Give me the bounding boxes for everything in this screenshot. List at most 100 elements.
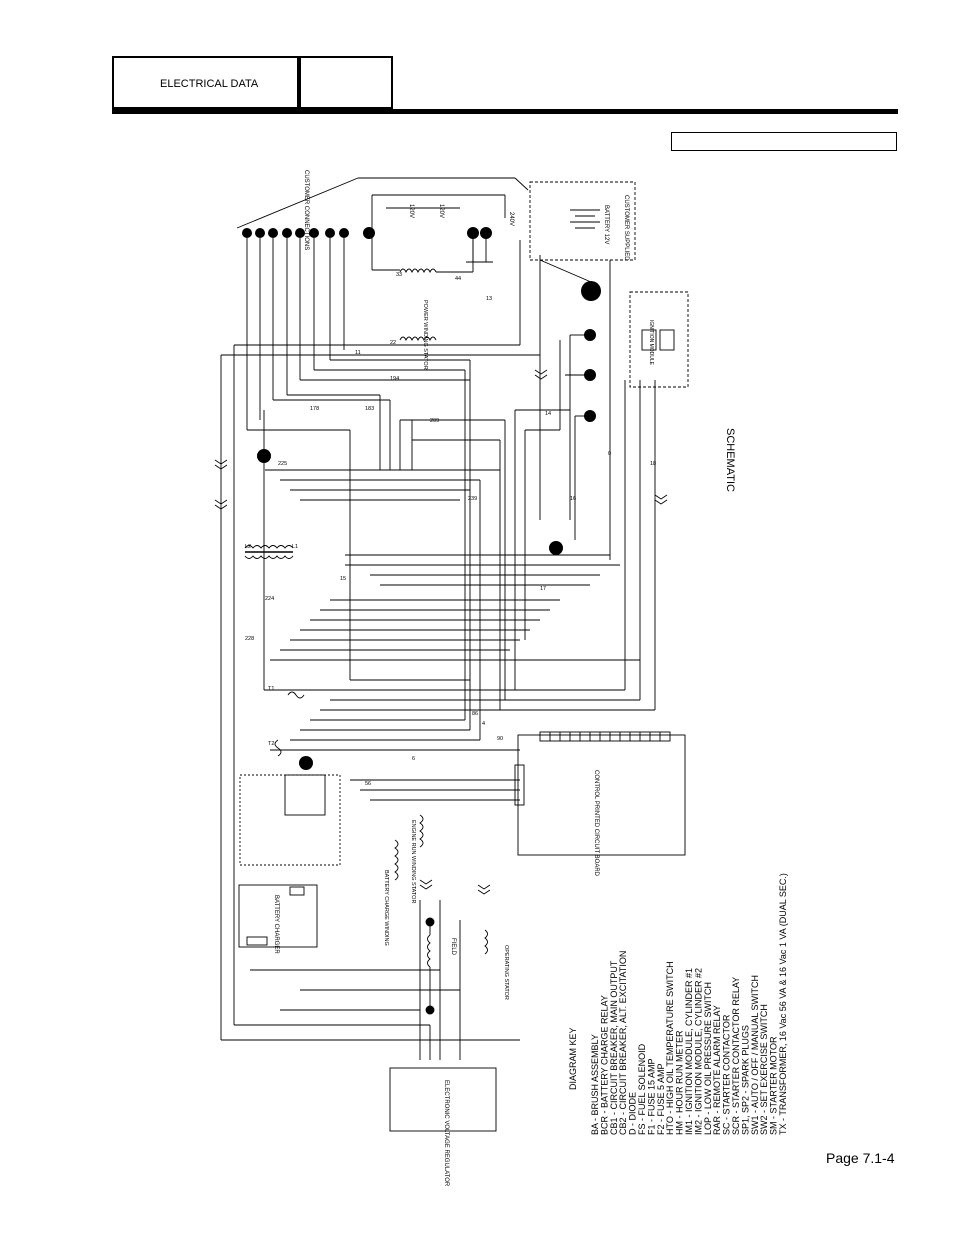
voltage-regulator xyxy=(389,1067,497,1132)
relay-group xyxy=(239,774,341,866)
diagram-key-item: SC - STARTER CONTACTOR xyxy=(722,1014,732,1135)
control-pcb xyxy=(517,734,686,856)
main-breaker-cb1 xyxy=(466,233,493,263)
battery-charge-winding xyxy=(394,839,399,881)
wire-label: 183 xyxy=(365,406,374,412)
wire-label: 17 xyxy=(540,586,546,592)
subtitle-box xyxy=(671,132,897,151)
wire-label: 44 xyxy=(455,276,461,282)
wire-label: 228 xyxy=(245,636,254,642)
battery-label: BATTERY 12V xyxy=(603,205,609,244)
diagram-key-item: SW2 - SET EXERCISE SWITCH xyxy=(759,1004,769,1135)
battery-note: CUSTOMER SUPPLIED xyxy=(623,195,629,261)
diagram-key-item: F1 - FUSE 15 AMP xyxy=(646,1058,656,1135)
wire-number-labels: 11 22 44 33 13 0 14 15 16 17 18 56 178 1… xyxy=(245,272,656,787)
operating-stator-coil xyxy=(484,929,488,955)
wire-label: 90 xyxy=(497,736,503,742)
transformer-tx xyxy=(244,545,294,559)
voltage-label: 120V xyxy=(408,204,414,218)
wire-label: 33 xyxy=(396,272,402,278)
power-winding-coil xyxy=(371,233,474,342)
customer-terminals xyxy=(242,227,492,239)
fuse-f1 xyxy=(287,691,305,699)
wire-label: 6 xyxy=(412,756,415,762)
wire-label: 22 xyxy=(390,340,396,346)
header-empty-box xyxy=(299,56,393,109)
engine-run-winding-label: ENGINE RUN WINDING STATOR xyxy=(410,820,416,903)
wire-label: 0 xyxy=(608,451,611,457)
boundary-line xyxy=(514,177,529,191)
diagram-key-item: CB1 - CIRCUIT BREAKER, MAIN OUTPUT xyxy=(609,960,619,1135)
diagram-key-item: SW1 - AUTO / OFF / MANUAL SWITCH xyxy=(750,975,760,1135)
wire-label: 56 xyxy=(365,781,371,787)
diagram-key-title: DIAGRAM KEY xyxy=(568,1027,578,1090)
page-number: Page 7.1-4 xyxy=(826,1150,895,1166)
voltage-regulator-label: ELECTRONIC VOLTAGE REGULATOR xyxy=(443,1080,449,1187)
diagram-key-item: CB2 - CIRCUIT BREAKER, ALT. EXCITATION xyxy=(618,951,628,1135)
diagram-key-item: RAR - REMOTE ALARM RELAY xyxy=(712,1005,722,1135)
diagram-key-item: IM1 - IGNITION MODULE, CYLINDER #1 xyxy=(684,968,694,1135)
power-winding-label: POWER WINDING STATOR xyxy=(422,300,428,370)
wire-label: 4 xyxy=(482,721,485,727)
ignition-module-label: IGNITION MODULE xyxy=(648,320,654,366)
wire-label: L1 xyxy=(292,544,298,550)
ignition-module-im2 xyxy=(659,329,675,351)
ignition-module-box xyxy=(629,291,689,388)
field-coil xyxy=(425,917,435,1015)
ignition-module-im1 xyxy=(641,329,657,351)
diagram-key-item: F2 - FUSE 5 AMP xyxy=(656,1063,666,1135)
engine-run-winding xyxy=(419,814,424,848)
contactor-terminals xyxy=(257,281,601,770)
diagram-key-item: HM - HOUR RUN METER xyxy=(675,1030,685,1135)
connector-marks xyxy=(214,369,668,895)
diagram-key-item: SP1, SP2 - SPARK PLUGS xyxy=(740,1025,750,1135)
wire-label: T1 xyxy=(268,686,274,692)
pcb-connector xyxy=(514,731,671,806)
wire-harness xyxy=(220,238,656,1060)
battery-charge-winding-label: BATTERY CHARGE WINDING xyxy=(383,870,389,946)
section-label: ELECTRICAL DATA xyxy=(160,78,259,90)
battery-charge-relay xyxy=(284,774,326,816)
battery-charger-label: BATTERY CHARGER xyxy=(273,895,279,954)
wire-label: 86 xyxy=(472,711,478,717)
wire-label: 194 xyxy=(390,376,399,382)
diagram-key-item: BA - BRUSH ASSEMBLY xyxy=(590,1034,600,1135)
wire-label: 224 xyxy=(265,596,274,602)
field-label: FIELD xyxy=(450,938,456,956)
wire-label: T2 xyxy=(268,741,274,747)
battery-charger xyxy=(238,884,318,948)
diagram-key-item: IM2 - IGNITION MODULE, CYLINDER #2 xyxy=(693,968,703,1135)
wire-label: 225 xyxy=(278,461,287,467)
wire-label: 178 xyxy=(310,406,319,412)
wire-label: 15 xyxy=(340,576,346,582)
diagram-key-item: BCR - BATTERY CHARGE RELAY xyxy=(599,995,609,1135)
customer-connections-label: CUSTOMER CONNECTIONS xyxy=(303,170,309,250)
diagram-key-item: FS - FUEL SOLENOID xyxy=(637,1043,647,1135)
header-section-box: ELECTRICAL DATA xyxy=(112,56,299,109)
control-pcb-label: CONTROL PRINTED CIRCUIT BOARD xyxy=(593,770,599,877)
wire-label: 13 xyxy=(486,296,492,302)
wire-label: 11 xyxy=(355,350,361,356)
schematic-title: SCHEMATIC xyxy=(724,428,736,492)
fuse-f2 xyxy=(274,739,282,757)
battery-symbol xyxy=(570,209,600,229)
diagram-key-item: TX - TRANSFORMER, 16 Vac 56 VA & 16 Vac … xyxy=(778,873,788,1135)
diagram-key-item: SCR - STARTER CONTACTOR RELAY xyxy=(731,977,741,1135)
wire-label: L2 xyxy=(245,544,251,550)
charger-connector xyxy=(246,936,268,946)
voltage-label: 240V xyxy=(508,212,514,226)
voltage-label: 120V xyxy=(438,204,444,218)
diagram-key-item: SM - STARTER MOTOR xyxy=(769,1036,779,1135)
diagram-key-item: HTO - HIGH OIL TEMPERATURE SWITCH xyxy=(665,961,675,1135)
wire-label: 18 xyxy=(650,461,656,467)
voltage-brackets xyxy=(371,194,506,233)
wire-label: 239 xyxy=(468,496,477,502)
wire-label: 209 xyxy=(430,418,439,424)
header-rule xyxy=(112,109,898,114)
boundary-line xyxy=(236,177,359,229)
battery-box xyxy=(529,181,636,261)
wire-label: 16 xyxy=(570,496,576,502)
charger-connector xyxy=(289,886,305,896)
